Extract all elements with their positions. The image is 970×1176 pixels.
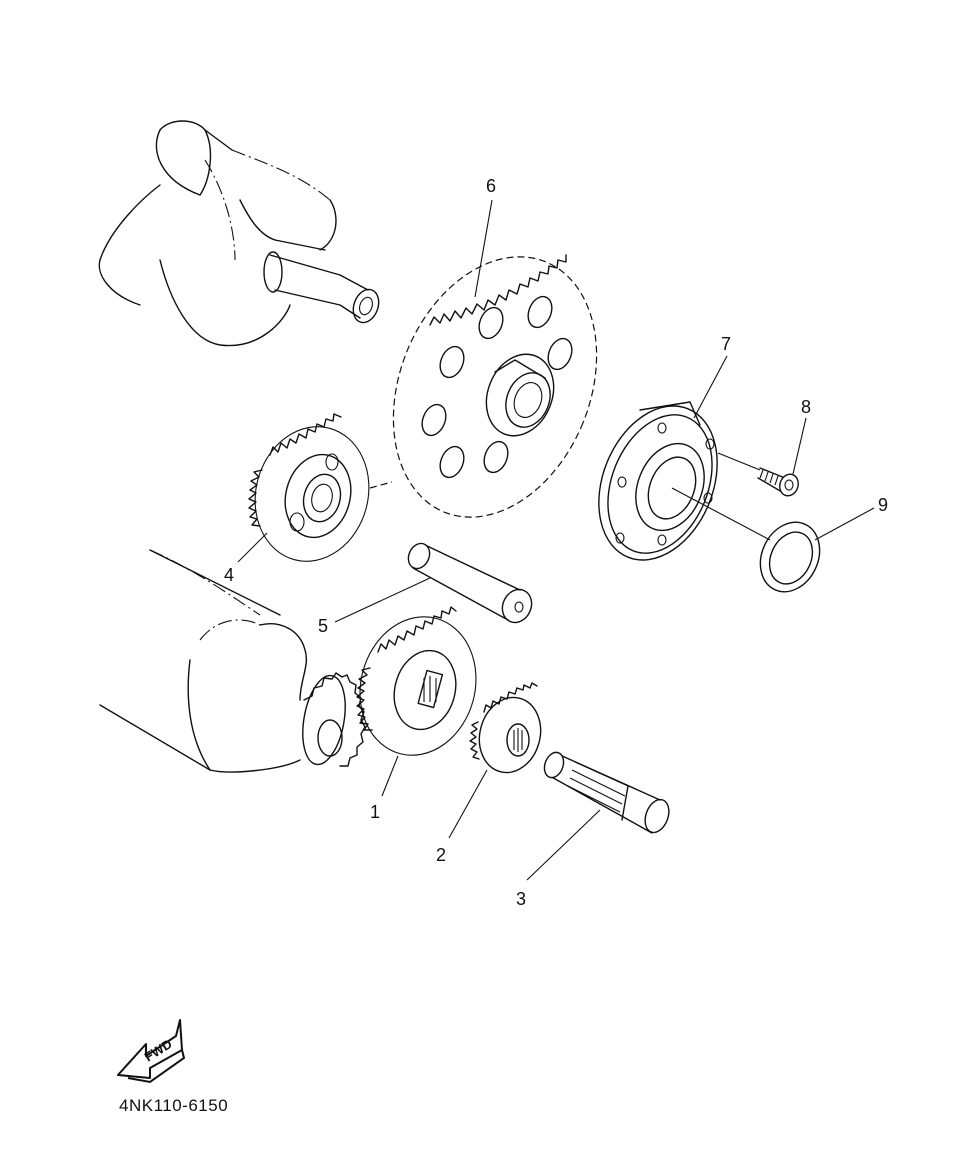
- balancer-shaft-phantom: [99, 549, 366, 773]
- callouts: 6 7 8 9 4 5 1 2 3: [224, 176, 888, 909]
- leader-lines: [237, 199, 875, 881]
- crankshaft-phantom: [98, 120, 380, 347]
- fwd-arrow-icon: FWD: [117, 1019, 186, 1084]
- callout-8: 8: [801, 397, 811, 417]
- callout-6: 6: [486, 176, 496, 196]
- large-gear-6: [392, 254, 598, 518]
- callout-7: 7: [721, 334, 731, 354]
- splined-shaft-3: [543, 751, 670, 834]
- callout-2: 2: [436, 845, 446, 865]
- callout-9: 9: [878, 495, 888, 515]
- assembly-lines: [671, 452, 771, 541]
- spur-gear-1: [356, 606, 477, 756]
- bolt-8: [757, 467, 799, 497]
- callout-1: 1: [370, 802, 380, 822]
- clutch-flange-7: [598, 401, 718, 561]
- callout-3: 3: [516, 889, 526, 909]
- gear-with-bearing-4: [248, 413, 393, 562]
- callout-5: 5: [318, 616, 328, 636]
- washer-9: [759, 521, 821, 593]
- diagram-part-code: 4NK110-6150: [119, 1096, 229, 1115]
- small-gear-2: [469, 682, 542, 774]
- callout-4: 4: [224, 565, 234, 585]
- pin-5: [407, 542, 533, 624]
